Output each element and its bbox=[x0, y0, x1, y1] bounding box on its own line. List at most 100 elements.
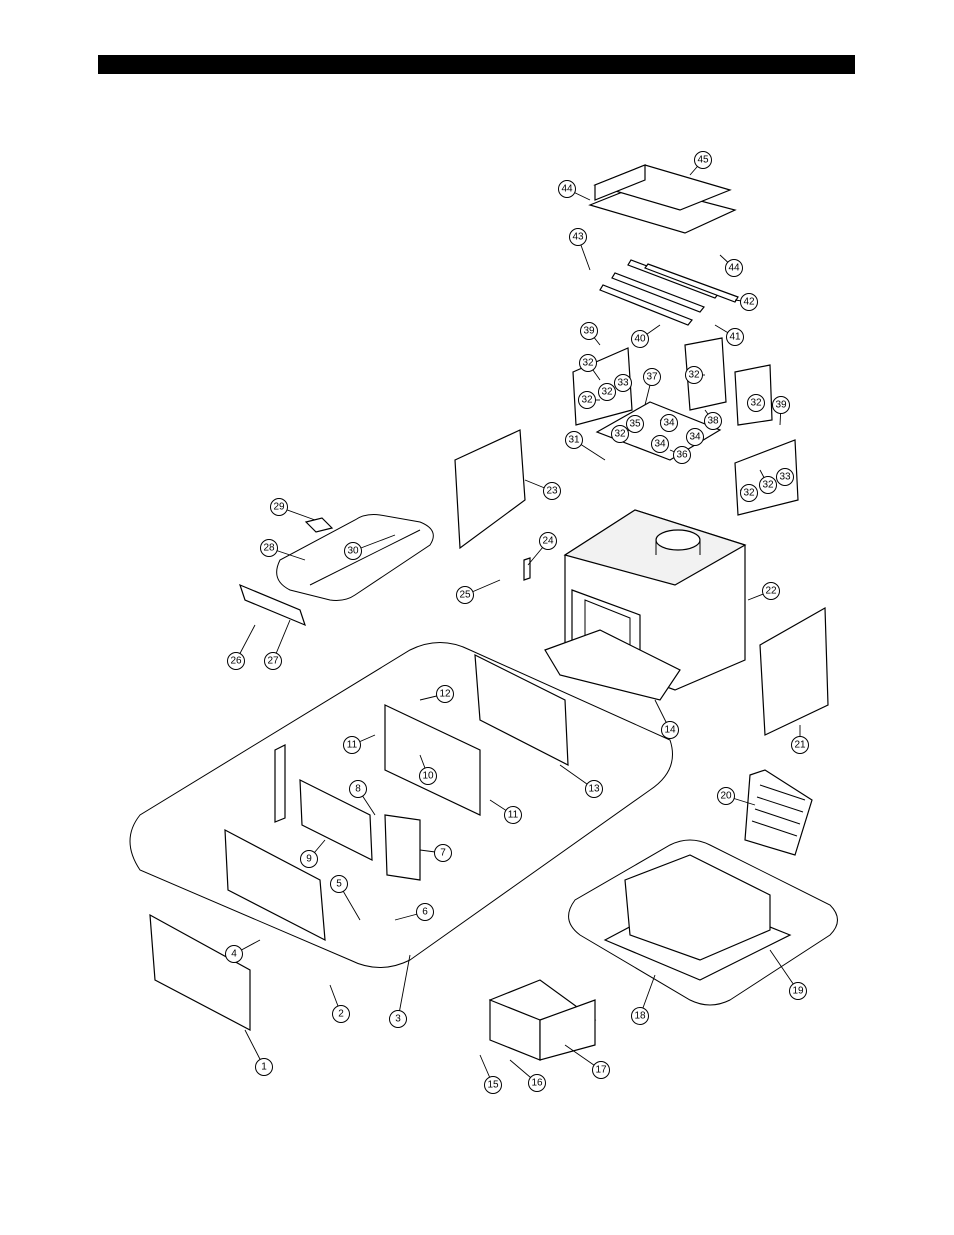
callout-number: 13 bbox=[588, 784, 600, 795]
callout-number: 28 bbox=[263, 543, 275, 554]
callout-circle bbox=[660, 414, 678, 432]
callout-number: 45 bbox=[697, 155, 709, 166]
handle-region bbox=[276, 514, 434, 601]
callout-number: 18 bbox=[634, 1011, 646, 1022]
callout-number: 15 bbox=[487, 1080, 499, 1091]
callout-number: 2 bbox=[338, 1009, 344, 1020]
callout-number: 35 bbox=[629, 419, 641, 430]
manual-booklet bbox=[744, 769, 813, 856]
callout-number: 37 bbox=[646, 372, 658, 383]
door-assembly-region bbox=[129, 642, 673, 968]
callout-number: 32 bbox=[581, 395, 593, 406]
callout-leader bbox=[397, 954, 411, 1020]
callout-number: 34 bbox=[654, 439, 666, 450]
callout-circle bbox=[389, 1010, 407, 1028]
callout-circle bbox=[747, 394, 765, 412]
callout-number: 20 bbox=[720, 791, 732, 802]
baffle-plates bbox=[588, 164, 737, 234]
callout-circle bbox=[579, 354, 597, 372]
callout-number: 10 bbox=[422, 771, 434, 782]
callout-circle bbox=[227, 652, 245, 670]
callout-number: 29 bbox=[273, 502, 285, 513]
callout-circle bbox=[585, 780, 603, 798]
callout-circle bbox=[264, 652, 282, 670]
callout-number: 26 bbox=[230, 656, 242, 667]
callout-number: 25 bbox=[459, 590, 471, 601]
callout-number: 24 bbox=[542, 536, 554, 547]
callout-number: 30 bbox=[347, 546, 359, 557]
door-frames bbox=[149, 653, 569, 1031]
callout-circle bbox=[631, 330, 649, 348]
header-bar bbox=[98, 55, 855, 74]
callout-circle bbox=[416, 903, 434, 921]
hearth-plate bbox=[544, 629, 681, 701]
callout-circle bbox=[598, 383, 616, 401]
ash-pan-region bbox=[568, 839, 838, 1006]
callout-number: 3 bbox=[395, 1014, 401, 1025]
callout-number: 34 bbox=[663, 418, 675, 429]
callout-number: 31 bbox=[568, 435, 580, 446]
callout-number: 19 bbox=[792, 986, 804, 997]
callout-number: 11 bbox=[508, 810, 519, 821]
callout-circle bbox=[569, 228, 587, 246]
callout-circle bbox=[772, 396, 790, 414]
callout-circle bbox=[789, 982, 807, 1000]
callout-circle bbox=[300, 850, 318, 868]
callout-circle bbox=[661, 721, 679, 739]
callout-number: 17 bbox=[595, 1065, 607, 1076]
callout-number: 6 bbox=[422, 907, 428, 918]
callout-circle bbox=[528, 1074, 546, 1092]
callout-circle bbox=[704, 412, 722, 430]
callout-number: 5 bbox=[336, 879, 342, 890]
callout-number: 21 bbox=[794, 740, 806, 751]
side-panel-left bbox=[454, 429, 526, 550]
callout-circle bbox=[643, 368, 661, 386]
callout-circle bbox=[343, 736, 361, 754]
callout-number: 22 bbox=[765, 586, 777, 597]
callout-number: 36 bbox=[676, 450, 688, 461]
callout-number: 32 bbox=[614, 429, 626, 440]
callout-number: 4 bbox=[231, 949, 237, 960]
callout-number: 32 bbox=[743, 488, 755, 499]
callout-number: 38 bbox=[707, 416, 719, 427]
callout-number: 43 bbox=[572, 232, 584, 243]
callout-circle bbox=[270, 498, 288, 516]
callout-number: 41 bbox=[729, 332, 741, 343]
callout-number: 44 bbox=[561, 184, 573, 195]
callout-circle bbox=[543, 482, 561, 500]
callout-number: 16 bbox=[531, 1078, 543, 1089]
callout-circle bbox=[436, 685, 454, 703]
callout-circle bbox=[791, 736, 809, 754]
callout-number: 33 bbox=[779, 472, 791, 483]
callout-circle bbox=[344, 542, 362, 560]
callout-circle bbox=[726, 328, 744, 346]
callout-circle bbox=[330, 875, 348, 893]
callout-circle bbox=[694, 151, 712, 169]
callout-circle bbox=[686, 428, 704, 446]
callout-number: 32 bbox=[601, 387, 613, 398]
side-panel-right bbox=[759, 606, 829, 736]
callout-number: 9 bbox=[306, 854, 312, 865]
callout-circle bbox=[776, 468, 794, 486]
callout-number: 1 bbox=[261, 1062, 267, 1073]
callout-circle bbox=[558, 180, 576, 198]
small-plate bbox=[304, 517, 334, 533]
callout-circle bbox=[255, 1058, 273, 1076]
callout-circle bbox=[651, 435, 669, 453]
callout-circle bbox=[592, 1061, 610, 1079]
callout-circle bbox=[717, 787, 735, 805]
callout-number: 33 bbox=[617, 378, 629, 389]
callout-circle bbox=[759, 476, 777, 494]
air-tubes bbox=[599, 259, 739, 326]
callout-number: 32 bbox=[688, 370, 700, 381]
callout-number: 23 bbox=[546, 486, 558, 497]
callout-number: 12 bbox=[439, 689, 451, 700]
callout-circle bbox=[332, 1005, 350, 1023]
callout-circle bbox=[456, 586, 474, 604]
callout-circle bbox=[539, 532, 557, 550]
callout-circle bbox=[565, 431, 583, 449]
ash-drawer bbox=[488, 979, 597, 1061]
callout-circle bbox=[484, 1076, 502, 1094]
